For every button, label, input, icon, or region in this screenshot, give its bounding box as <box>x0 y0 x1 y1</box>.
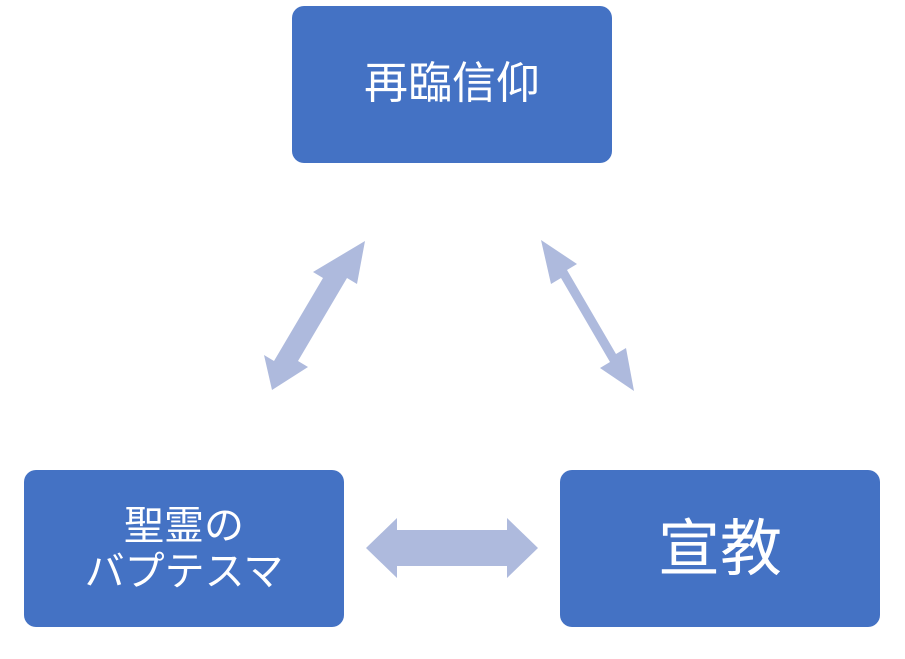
double-arrow-top-left <box>264 241 365 390</box>
node-mission: 宣教 <box>560 470 880 627</box>
double-arrow-left-right <box>366 518 538 578</box>
node-holy-spirit-baptism: 聖霊の バプテスマ <box>24 470 344 627</box>
double-arrow-top-right <box>541 240 634 391</box>
node-label-line1: 聖霊の <box>124 502 244 549</box>
node-label-line2: バプテスマ <box>84 548 284 595</box>
node-label: 再臨信仰 <box>364 58 540 110</box>
node-label: 宣教 <box>657 511 782 585</box>
node-second-coming-faith: 再臨信仰 <box>292 6 612 163</box>
